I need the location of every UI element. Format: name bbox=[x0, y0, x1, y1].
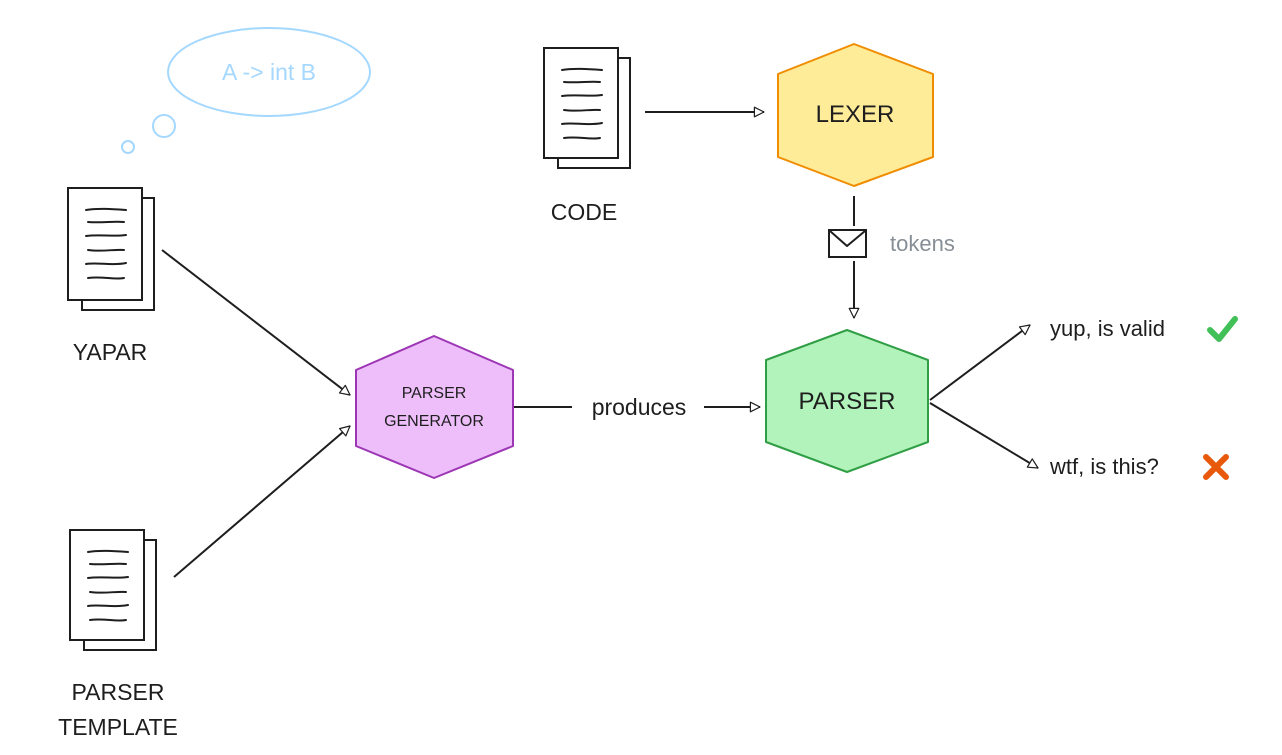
template-to-generator-arrow bbox=[173, 425, 351, 578]
cross-mark-icon bbox=[1203, 454, 1229, 480]
yapar-document-icon bbox=[67, 187, 155, 311]
check-mark-icon bbox=[1207, 316, 1238, 342]
envelope-icon bbox=[828, 229, 867, 258]
parser-to-invalid-arrow bbox=[929, 402, 1039, 469]
yapar-to-generator-arrow bbox=[161, 249, 351, 396]
tokens-edge-label: tokens bbox=[890, 231, 955, 256]
parser-template-document-icon bbox=[69, 529, 157, 651]
parser-label: PARSER bbox=[799, 388, 896, 415]
valid-outcome-label: yup, is valid bbox=[1050, 316, 1165, 341]
parser-to-valid-arrow bbox=[929, 324, 1031, 401]
produces-edge-label: produces bbox=[592, 394, 687, 420]
lexer-node: LEXER bbox=[777, 43, 934, 187]
yapar-label: YAPAR bbox=[73, 339, 148, 365]
code-label: CODE bbox=[551, 199, 617, 225]
parser-generator-label-line2: GENERATOR bbox=[384, 413, 484, 430]
parser-template-label-line1: PARSER bbox=[72, 679, 165, 705]
code-document-icon bbox=[543, 47, 631, 169]
parser-template-label-line2: TEMPLATE bbox=[58, 714, 178, 740]
invalid-outcome-label: wtf, is this? bbox=[1049, 454, 1159, 479]
parser-generator-label-line1: PARSER bbox=[402, 385, 467, 402]
thought-bubble: A -> int B bbox=[121, 27, 371, 154]
parser-node: PARSER bbox=[765, 329, 929, 473]
parser-generator-node: PARSER GENERATOR bbox=[355, 335, 514, 479]
thought-bubble-text: A -> int B bbox=[222, 59, 316, 85]
lexer-label: LEXER bbox=[816, 101, 895, 128]
